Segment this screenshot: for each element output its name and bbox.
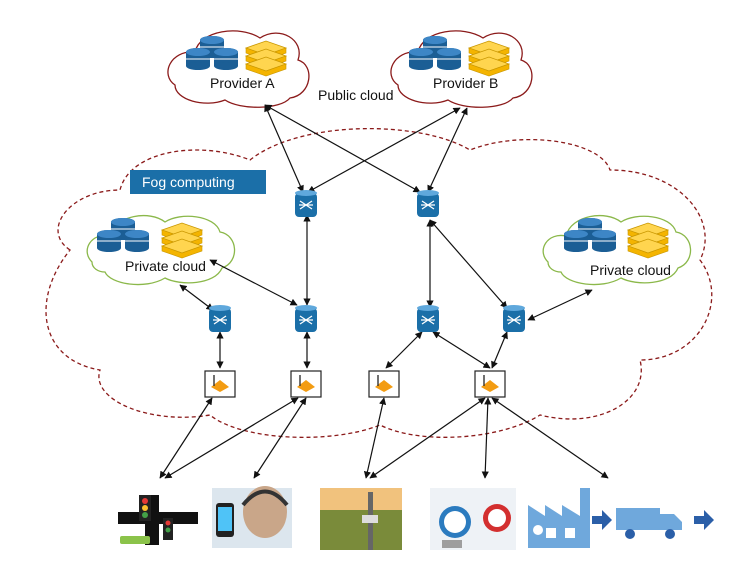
router-icon <box>502 304 526 333</box>
router-icon <box>294 189 318 218</box>
router-icon <box>416 304 440 333</box>
connection-lines <box>159 104 609 479</box>
traffic-light-icon <box>118 495 198 545</box>
private-cloud-right-server-icon <box>627 222 669 259</box>
private-cloud-left-database-icon <box>96 217 150 253</box>
smart-agriculture-icon <box>320 488 402 550</box>
private-cloud-right-outline <box>542 214 692 286</box>
gateway-icon <box>474 370 506 398</box>
private-cloud-right-label: Private cloud <box>590 262 671 278</box>
provider-b-database-icon <box>408 35 462 71</box>
gateway-icon <box>368 370 400 398</box>
provider-a-database-icon <box>185 35 239 71</box>
provider-b-server-icon <box>468 40 510 77</box>
fog-computing-tag: Fog computing <box>130 170 266 194</box>
provider-a-server-icon <box>245 40 287 77</box>
router-icon <box>416 189 440 218</box>
provider-a-cloud <box>167 30 310 108</box>
truck-icon <box>616 508 682 539</box>
factory-icon <box>528 488 590 548</box>
router-icon <box>294 304 318 333</box>
private-cloud-right-database-icon <box>563 217 617 253</box>
provider-b-cloud <box>390 30 533 108</box>
private-cloud-left-label: Private cloud <box>125 258 206 274</box>
private-cloud-left-server-icon <box>161 222 203 259</box>
arrow-right-icon <box>592 510 612 530</box>
provider-b-label: Provider B <box>433 75 498 91</box>
gateway-icon <box>290 370 322 398</box>
provider-a-label: Provider A <box>210 75 275 91</box>
router-icon <box>208 304 232 333</box>
water-meter-icon <box>430 488 516 550</box>
arrow-right-icon <box>694 510 714 530</box>
gateway-icon <box>204 370 236 398</box>
wearable-health-icon <box>212 486 292 548</box>
public-cloud-label: Public cloud <box>318 87 394 103</box>
